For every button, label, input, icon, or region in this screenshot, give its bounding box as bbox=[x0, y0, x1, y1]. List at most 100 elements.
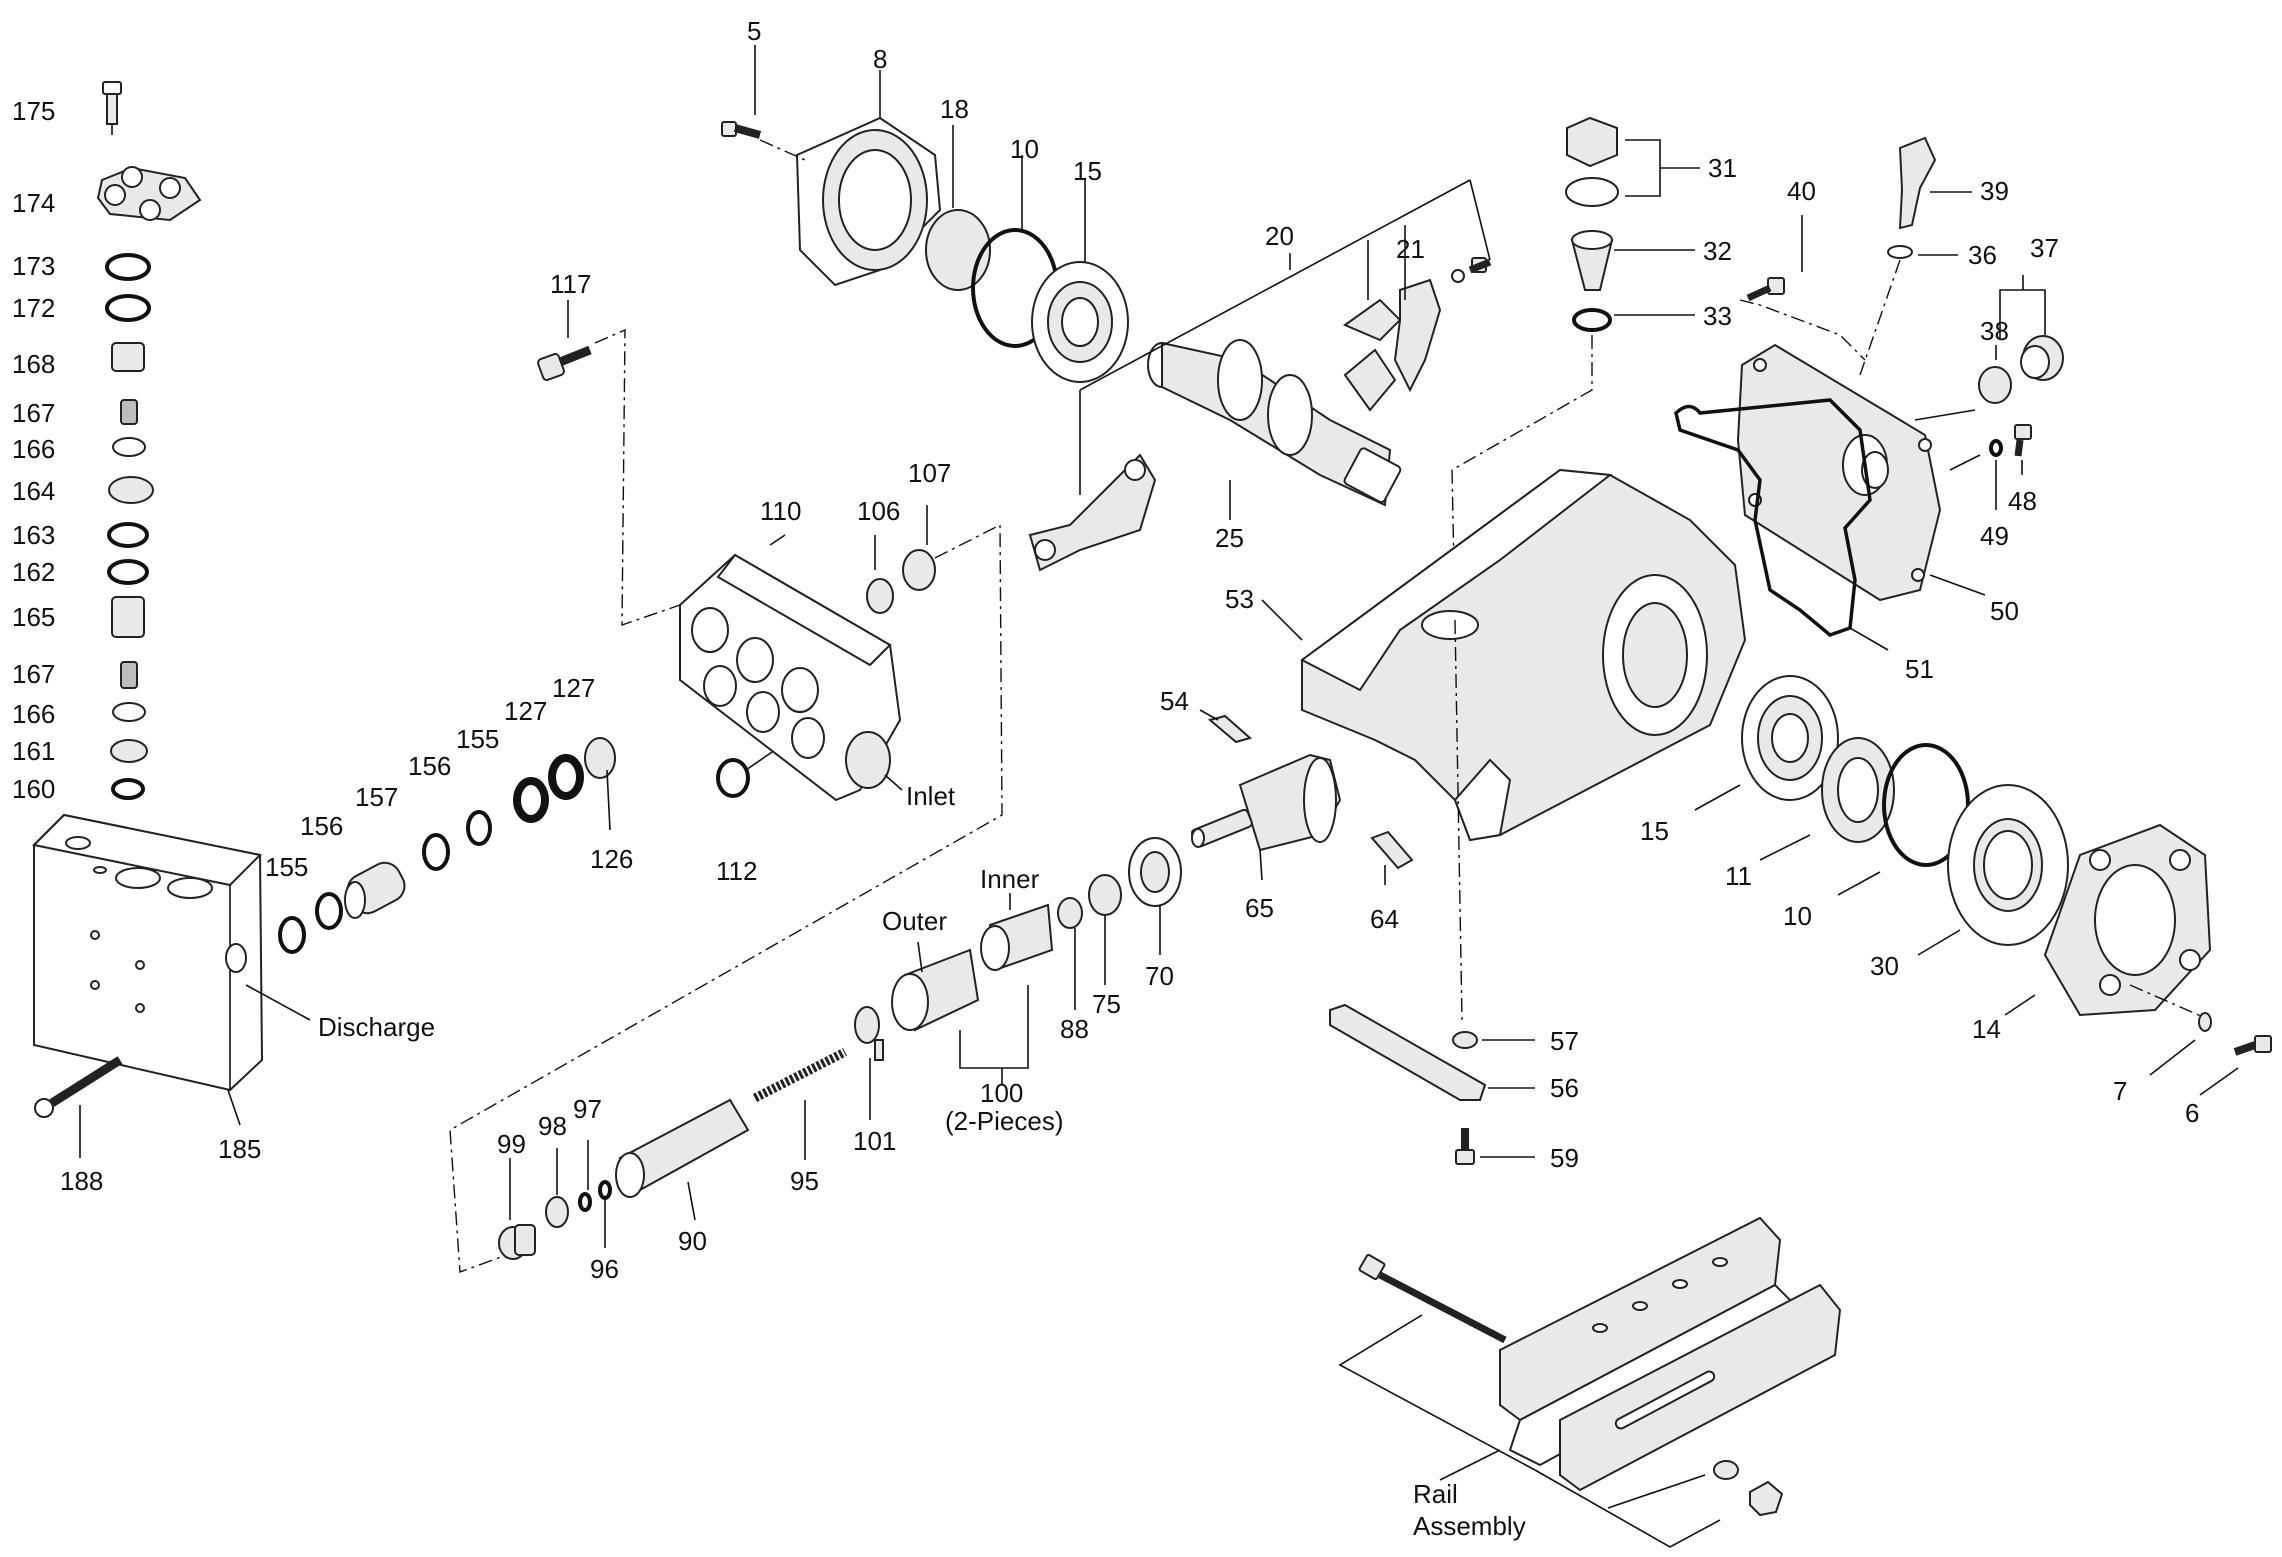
crosshead-65 bbox=[1190, 753, 1342, 852]
washer-98 bbox=[545, 1196, 569, 1228]
bolt-117 bbox=[537, 345, 592, 381]
oring-33 bbox=[1572, 308, 1612, 332]
oring-155a bbox=[278, 916, 306, 954]
seal-retainer-101 bbox=[854, 1006, 884, 1061]
label-188: 188 bbox=[60, 1166, 103, 1196]
oring-162 bbox=[107, 559, 149, 585]
washer-106 bbox=[866, 578, 894, 614]
label-162: 162 bbox=[12, 557, 55, 587]
label-112: 112 bbox=[716, 856, 757, 886]
label-10a: 10 bbox=[1010, 134, 1039, 164]
backup-ring-96 bbox=[598, 1180, 612, 1200]
label-70: 70 bbox=[1145, 961, 1174, 991]
label-56: 56 bbox=[1550, 1073, 1579, 1103]
label-97: 97 bbox=[573, 1094, 602, 1124]
label-57: 57 bbox=[1550, 1026, 1579, 1056]
plunger-90 bbox=[615, 1098, 750, 1198]
label-167a: 167 bbox=[12, 398, 55, 428]
crankcase-53 bbox=[1300, 468, 1747, 842]
valve-cage-165 bbox=[111, 596, 145, 638]
seal-88 bbox=[1057, 897, 1083, 929]
gasket-51 bbox=[1674, 398, 1872, 637]
label-64: 64 bbox=[1370, 904, 1399, 934]
label-33: 33 bbox=[1703, 301, 1732, 331]
label-18: 18 bbox=[940, 94, 969, 124]
label-54: 54 bbox=[1160, 686, 1189, 716]
washer-36 bbox=[1887, 245, 1913, 259]
plug-48 bbox=[2014, 424, 2032, 457]
breather-32 bbox=[1570, 230, 1614, 291]
spring-167a bbox=[120, 399, 138, 425]
label-25: 25 bbox=[1215, 523, 1244, 553]
rail-bolt bbox=[1358, 1253, 1507, 1344]
label-75: 75 bbox=[1092, 989, 1121, 1019]
oring-155b bbox=[466, 810, 492, 846]
label-163: 163 bbox=[12, 520, 55, 550]
label-21: 21 bbox=[1396, 234, 1425, 264]
label-49: 49 bbox=[1980, 521, 2009, 551]
label-100-note: (2-Pieces) bbox=[945, 1106, 1063, 1136]
label-5: 5 bbox=[747, 16, 761, 46]
pin-54 bbox=[1207, 714, 1253, 744]
label-126: 126 bbox=[590, 844, 633, 874]
oring-49 bbox=[1989, 439, 2003, 457]
label-30: 30 bbox=[1870, 951, 1899, 981]
label-168: 168 bbox=[12, 349, 55, 379]
valve-seat-164 bbox=[108, 476, 154, 504]
nut-99 bbox=[498, 1224, 536, 1260]
label-96: 96 bbox=[590, 1254, 619, 1284]
connecting-rod-20 bbox=[1028, 453, 1157, 572]
sleeve-157 bbox=[344, 861, 406, 919]
seal-70 bbox=[1128, 837, 1182, 907]
label-174: 174 bbox=[12, 188, 55, 218]
label-31: 31 bbox=[1708, 153, 1737, 183]
oring-38 bbox=[1978, 366, 2012, 404]
manifold-110 bbox=[679, 553, 902, 802]
label-164: 164 bbox=[12, 476, 55, 506]
label-65: 65 bbox=[1245, 893, 1274, 923]
screw-175-head bbox=[102, 81, 122, 95]
bolt-6 bbox=[2233, 1035, 2272, 1056]
plug-38 bbox=[2020, 335, 2064, 381]
manifold-185 bbox=[31, 813, 264, 1092]
seat-166a bbox=[112, 437, 146, 457]
oring-156a bbox=[315, 892, 343, 930]
label-167b: 167 bbox=[12, 659, 55, 689]
label-7: 7 bbox=[2113, 1076, 2127, 1106]
label-38: 38 bbox=[1980, 316, 2009, 346]
label-32: 32 bbox=[1703, 236, 1732, 266]
wrist-pin-64 bbox=[1370, 830, 1414, 870]
label-90: 90 bbox=[678, 1226, 707, 1256]
label-117: 117 bbox=[550, 269, 591, 299]
label-160: 160 bbox=[12, 774, 55, 804]
label-59: 59 bbox=[1550, 1143, 1579, 1173]
rail-nut bbox=[1749, 1480, 1784, 1517]
label-100: 100 bbox=[980, 1078, 1023, 1108]
label-39: 39 bbox=[1980, 176, 2009, 206]
oring-112 bbox=[716, 758, 750, 798]
label-127b: 127 bbox=[552, 673, 595, 703]
label-107: 107 bbox=[908, 458, 951, 488]
sleeve-inner-100 bbox=[980, 903, 1054, 972]
label-166a: 166 bbox=[12, 434, 55, 464]
label-14: 14 bbox=[1972, 1014, 2001, 1044]
label-36: 36 bbox=[1968, 240, 1997, 270]
bearing-15-top bbox=[1031, 261, 1129, 383]
oring-172 bbox=[105, 294, 151, 322]
end-plate-30 bbox=[1947, 784, 2069, 946]
label-157: 157 bbox=[355, 782, 398, 812]
label-155b: 155 bbox=[456, 724, 499, 754]
label-outer: Outer bbox=[882, 906, 947, 936]
rear-cover-50 bbox=[1736, 343, 1942, 602]
label-95: 95 bbox=[790, 1166, 819, 1196]
bearing-cover-8 bbox=[795, 116, 942, 287]
label-110: 110 bbox=[760, 496, 801, 526]
bolt-188 bbox=[34, 1056, 123, 1118]
bolt-21 bbox=[1468, 257, 1492, 274]
label-51: 51 bbox=[1905, 654, 1934, 684]
rod-cap-21 bbox=[1342, 278, 1442, 412]
oring-163 bbox=[107, 522, 149, 548]
label-inner: Inner bbox=[980, 864, 1040, 894]
oring-160 bbox=[111, 778, 145, 800]
slide-plate-56 bbox=[1329, 1003, 1487, 1101]
